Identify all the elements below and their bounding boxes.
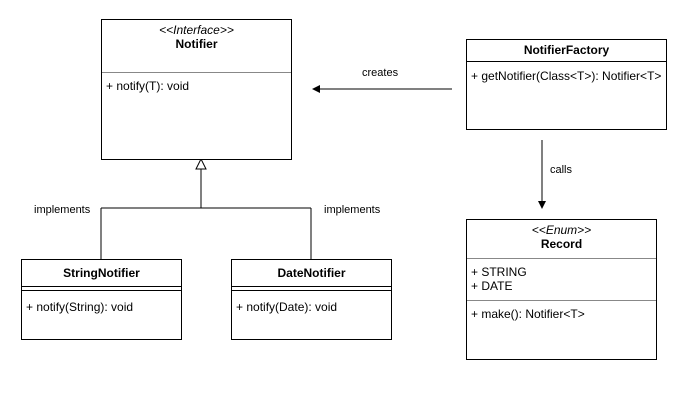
- record-method: + make(): Notifier<T>: [471, 307, 585, 321]
- record-separator-values: [467, 258, 656, 259]
- record-stereotype: <<Enum>>: [531, 223, 592, 237]
- notifier-factory-separator: [467, 61, 666, 62]
- date-notifier-separator-top: [232, 286, 391, 287]
- string-notifier-box[interactable]: StringNotifier + notify(String): void: [21, 259, 182, 340]
- date-notifier-method: + notify(Date): void: [236, 300, 338, 314]
- implements-left-label: implements: [34, 204, 91, 216]
- record-separator-methods: [467, 300, 656, 301]
- string-notifier-separator-bottom: [22, 290, 181, 291]
- calls-arrowhead: [538, 201, 546, 209]
- record-class-name: Record: [540, 237, 583, 251]
- implements-right-label: implements: [324, 204, 381, 216]
- notifier-factory-box[interactable]: NotifierFactory + getNotifier(Class<T>):…: [466, 39, 667, 130]
- notifier-class-name: Notifier: [175, 37, 218, 51]
- record-value: + DATE: [471, 279, 513, 293]
- string-notifier-method: + notify(String): void: [26, 300, 134, 314]
- calls-label: calls: [550, 164, 573, 176]
- notifier-separator: [102, 72, 291, 73]
- creates-arrowhead: [312, 85, 320, 93]
- string-notifier-separator-top: [22, 286, 181, 287]
- string-notifier-class-name: StringNotifier: [63, 266, 140, 280]
- notifier-factory-method: + getNotifier(Class<T>): Notifier<T>: [471, 69, 662, 83]
- date-notifier-separator-bottom: [232, 290, 391, 291]
- record-enum-box[interactable]: <<Enum>> Record + STRING + DATE + make()…: [466, 219, 657, 360]
- date-notifier-box[interactable]: DateNotifier + notify(Date): void: [231, 259, 392, 340]
- creates-label: creates: [362, 67, 399, 79]
- record-value: + STRING: [471, 265, 527, 279]
- notifier-method: + notify(T): void: [106, 79, 190, 93]
- notifier-stereotype: <<Interface>>: [159, 23, 234, 37]
- notifier-interface-box[interactable]: <<Interface>> Notifier + notify(T): void: [101, 19, 292, 160]
- date-notifier-class-name: DateNotifier: [277, 266, 346, 280]
- realization-triangle: [195, 157, 207, 170]
- notifier-factory-class-name: NotifierFactory: [523, 43, 610, 57]
